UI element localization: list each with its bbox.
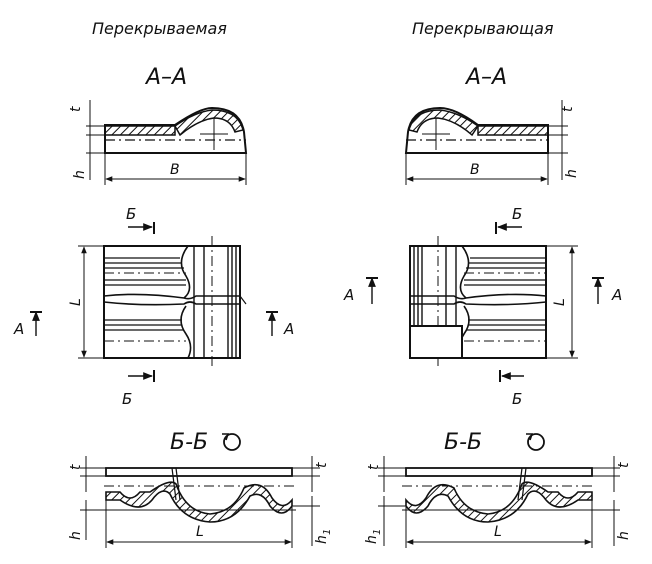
dim-h1-sub-bb-left: 1 xyxy=(322,529,333,535)
dim-h-aa-left: h xyxy=(72,170,88,179)
section-bb-right-label: Б-Б xyxy=(444,430,482,455)
arrow-a-label-right-outer: А xyxy=(343,286,354,304)
plan-view-left: Б xyxy=(13,205,294,408)
section-bb-right: Б-Б t h 1 t h L xyxy=(364,430,632,548)
cut-label-bottom-left: Б xyxy=(122,390,132,408)
plan-view-right: Б L А xyxy=(343,205,622,408)
cut-label-top-right: Б xyxy=(512,205,522,223)
dim-h1-bb-left: h xyxy=(314,535,330,544)
section-aa-right: А–А t h B xyxy=(404,65,580,185)
rotation-circle-icon xyxy=(526,433,545,451)
arrow-a-label-right-inner: А xyxy=(611,286,622,304)
arrow-a-label-left-inner: А xyxy=(283,320,294,338)
section-bb-left: Б-Б t h t h 1 xyxy=(68,430,333,548)
dim-t2-bb-left: t xyxy=(314,462,330,468)
dim-t1-bb-left: t xyxy=(68,464,84,470)
plan-length-left: L xyxy=(68,298,84,306)
dim-l-bb-right: L xyxy=(494,524,502,540)
plan-length-right: L xyxy=(552,298,568,306)
dim-b-aa-right: B xyxy=(470,162,480,178)
dim-t-aa-left: t xyxy=(68,106,84,112)
dim-h1-bb-right: h xyxy=(364,535,380,544)
dim-h-aa-right: h xyxy=(564,169,580,178)
dim-t2-bb-right: t xyxy=(616,462,632,468)
rotation-circle-icon xyxy=(222,433,241,451)
dim-t-aa-right: t xyxy=(560,106,576,112)
dim-l-bb-left: L xyxy=(196,524,204,540)
column-title-overlapped: Перекрываемая xyxy=(92,19,227,38)
dim-h1-sub-bb-right: 1 xyxy=(372,529,383,535)
column-title-overlapping: Перекрывающая xyxy=(412,19,554,38)
section-aa-left-label: А–А xyxy=(144,65,187,90)
section-aa-left: А–А t h B xyxy=(68,65,248,185)
section-aa-right-label: А–А xyxy=(464,65,507,90)
dim-t1-bb-right: t xyxy=(366,464,382,470)
cut-label-bottom-right: Б xyxy=(512,390,522,408)
dim-h-bb-left: h xyxy=(68,531,84,540)
arrow-a-label-left-outer: А xyxy=(13,320,24,338)
section-bb-left-label: Б-Б xyxy=(170,430,208,455)
cut-label-top-left: Б xyxy=(126,205,136,223)
dim-b-aa-left: B xyxy=(170,162,180,178)
dim-h-bb-right: h xyxy=(616,531,632,540)
